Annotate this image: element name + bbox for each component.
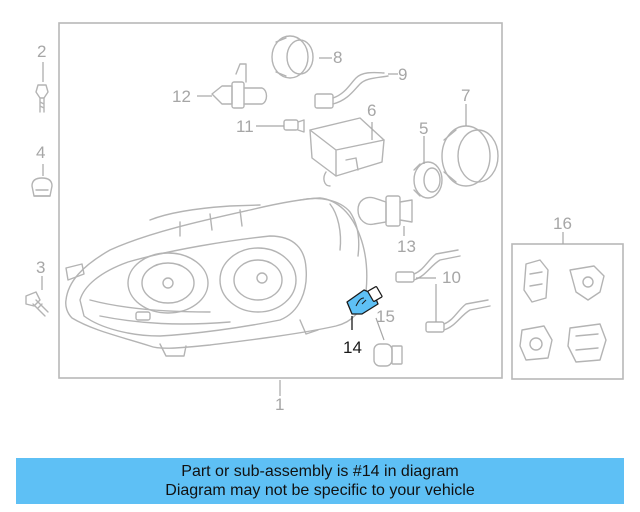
callout-2: 2 [37,42,46,61]
callout-8: 8 [333,48,342,67]
assembly-frame [58,22,503,379]
bulb-part-11 [283,119,305,133]
info-banner: Part or sub-assembly is #14 in diagram D… [16,458,624,504]
screw-part-2 [35,84,49,113]
bulb-part-13 [357,195,413,227]
headlamp-housing [65,197,368,357]
callout-3: 3 [36,258,45,277]
wires-part-10 [395,249,491,333]
callout-7: 7 [461,86,470,105]
callout-13: 13 [397,237,416,256]
callout-16: 16 [553,214,572,233]
subassembly-frame-16 [511,243,624,380]
harness-part-9 [314,71,389,109]
callout-1: 1 [275,395,284,414]
leader-lines [41,57,564,396]
bulb-part-12 [211,63,268,109]
screw-part-3 [25,291,49,317]
banner-line-part: Part or sub-assembly is #14 in diagram [181,463,459,480]
subassembly-16-parts [519,259,607,363]
callout-6: 6 [367,101,376,120]
callout-4: 4 [36,143,45,162]
clip-part-4 [31,177,53,197]
callout-12: 12 [172,87,191,106]
bulb-part-14-highlighted[interactable] [346,286,383,315]
module-part-6 [309,117,385,187]
callout-14[interactable]: 14 [343,338,362,357]
callout-11: 11 [236,117,254,136]
callout-5: 5 [419,119,428,138]
cap-part-8 [271,35,314,79]
socket-part-5 [413,161,443,199]
callout-15: 15 [376,307,395,326]
bulb-part-15 [373,343,403,367]
banner-line-disclaimer: Diagram may not be specific to your vehi… [165,482,475,499]
callout-9: 9 [398,65,407,84]
callout-10: 10 [442,268,461,287]
cap-part-7 [441,125,499,187]
